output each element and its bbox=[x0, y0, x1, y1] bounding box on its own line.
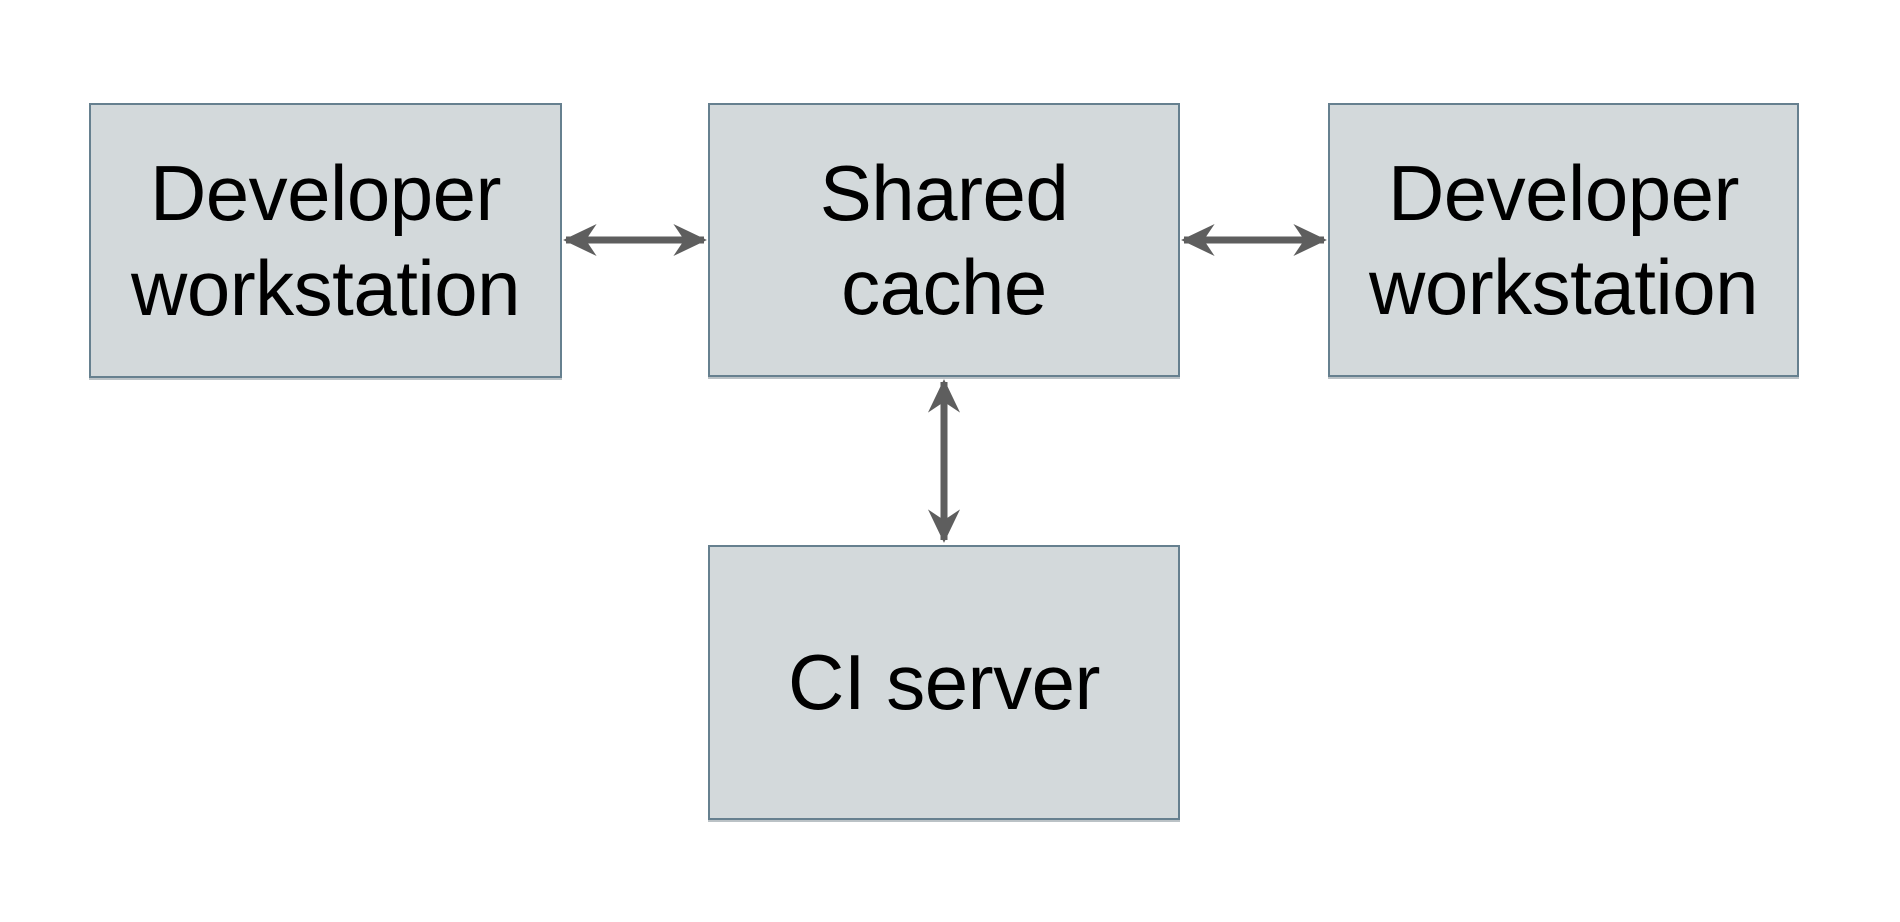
node-developer-workstation-left: Developer workstation bbox=[89, 103, 562, 378]
node-label: Developer workstation bbox=[131, 149, 521, 332]
node-shared-cache: Shared cache bbox=[708, 103, 1180, 377]
node-developer-workstation-right: Developer workstation bbox=[1328, 103, 1799, 377]
node-label: CI server bbox=[788, 638, 1100, 727]
node-label: Shared cache bbox=[819, 148, 1069, 331]
node-label: Developer workstation bbox=[1369, 148, 1759, 331]
node-ci-server: CI server bbox=[708, 545, 1180, 820]
